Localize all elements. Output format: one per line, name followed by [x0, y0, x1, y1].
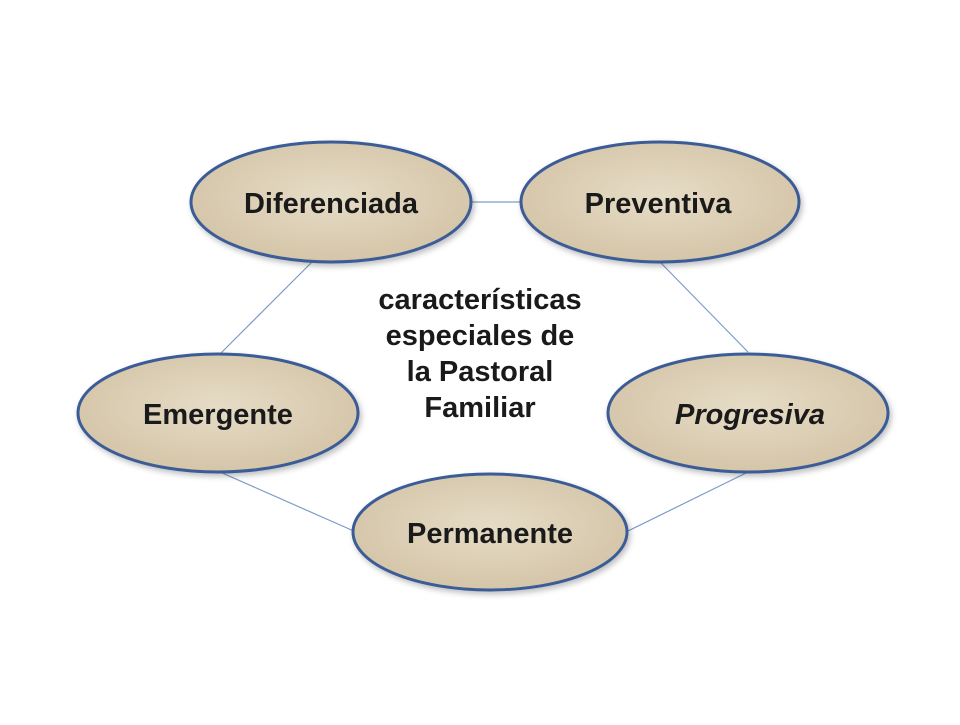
node-label-permanente: Permanente: [407, 518, 573, 550]
node-label-diferenciada: Diferenciada: [244, 188, 419, 220]
node-ellipse: [606, 352, 890, 474]
node-label-emergente: Emergente: [143, 399, 293, 431]
connector-lines: [219, 201, 749, 533]
node-emergente: Emergente: [76, 352, 360, 474]
node-label-preventiva: Preventiva: [585, 188, 733, 220]
node-preventiva: Preventiva: [519, 140, 801, 264]
node-diferenciada: Diferenciada: [189, 140, 473, 264]
connector-emergente-diferenciada: [219, 261, 313, 355]
node-ellipse: [351, 472, 629, 592]
center-title-line: la Pastoral: [406, 356, 554, 388]
node-ellipse: [76, 352, 360, 474]
center-title-line: especiales de: [385, 320, 575, 352]
center-title: características especiales de la Pastora…: [330, 282, 630, 426]
node-ellipse: [519, 140, 801, 264]
node-permanente: Permanente: [351, 472, 629, 592]
connector-preventiva-progresiva: [659, 261, 749, 353]
connector-permanente-emergente: [219, 471, 357, 533]
node-ellipse: [189, 140, 473, 264]
center-title-line: características: [378, 284, 582, 316]
center-title-line: Familiar: [424, 392, 536, 424]
node-label-progresiva: Progresiva: [675, 399, 825, 431]
node-progresiva: Progresiva: [606, 352, 890, 474]
connector-progresiva-permanente: [625, 471, 749, 533]
